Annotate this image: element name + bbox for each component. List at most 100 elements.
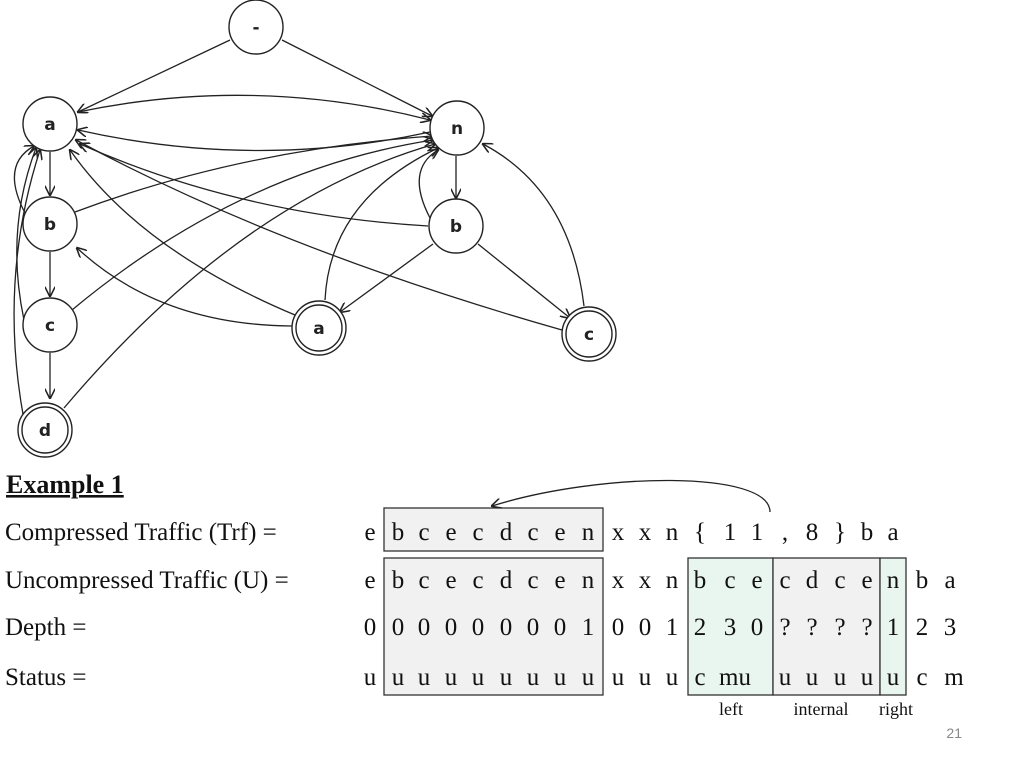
table-cell: c: [779, 567, 790, 594]
table-cell: e: [364, 567, 375, 594]
edge-c2-a: [76, 140, 563, 331]
edge-a-n: [77, 94, 430, 120]
automaton-graph: [13, 39, 585, 421]
accepting-ring: [565, 310, 613, 358]
table-cell: u: [582, 664, 595, 691]
table-cell: b: [861, 519, 874, 546]
edge-root-a: [78, 39, 231, 112]
state-node-root: -: [228, 0, 284, 55]
table-cell: c: [472, 567, 483, 594]
row-label-status: Status =: [5, 664, 86, 691]
table-cell: 0: [527, 614, 540, 641]
edge-a2-n: [324, 148, 438, 301]
table-cell: 1: [724, 519, 737, 546]
table-cell: 0: [445, 614, 458, 641]
match-box-uncompressed: [383, 557, 604, 696]
table-cell: 1: [751, 519, 764, 546]
table-cell: mu: [719, 664, 751, 691]
table-cell: ?: [779, 614, 790, 641]
table-cell: 1: [887, 614, 900, 641]
region-label-right: right: [879, 699, 913, 719]
table-cell: d: [806, 567, 819, 594]
table-cell: u: [779, 664, 792, 691]
table-cell: c: [418, 567, 429, 594]
state-node-d1: d: [17, 402, 73, 458]
edge-d-a-loop: [13, 150, 40, 421]
accepting-ring: [295, 304, 343, 352]
accepting-ring: [21, 406, 69, 454]
table-cell: c: [472, 519, 483, 546]
state-node-c1: c: [22, 297, 78, 353]
edge-b2-a2: [340, 243, 434, 312]
table-cell: b: [392, 567, 405, 594]
edge-c-a-loop: [16, 148, 36, 321]
table-cell: ,: [782, 519, 788, 546]
state-label: b: [44, 215, 56, 235]
page-number: 21: [946, 725, 962, 741]
state-label: c: [584, 325, 594, 345]
table-cell: e: [861, 567, 872, 594]
table-cell: n: [887, 567, 900, 594]
table-cell: c: [694, 664, 705, 691]
table-cell: x: [639, 519, 652, 546]
region-internal-box: [772, 557, 881, 696]
state-circle: [561, 306, 617, 362]
table-cell: a: [944, 567, 955, 594]
state-label: c: [45, 316, 55, 336]
state-node-a1: a: [22, 96, 78, 152]
table-cell: 3: [944, 614, 957, 641]
state-label: -: [252, 18, 259, 38]
table-cell: u: [527, 664, 540, 691]
state-circle: [22, 196, 78, 252]
edge-b-n: [74, 136, 432, 213]
table-cell: 0: [554, 614, 567, 641]
example-title: Example 1: [6, 470, 124, 499]
state-circle: [428, 198, 484, 254]
table-cell: b: [916, 567, 929, 594]
table-cell: b: [694, 567, 707, 594]
state-label: b: [450, 217, 462, 237]
table-cell: c: [527, 519, 538, 546]
table-cell: u: [445, 664, 458, 691]
state-circle: [22, 96, 78, 152]
table-cell: 0: [639, 614, 652, 641]
table-cell: e: [445, 519, 456, 546]
state-node-b1: b: [22, 196, 78, 252]
table-cell: n: [582, 567, 595, 594]
match-box-compressed: [383, 507, 604, 552]
pointer-arrow: [492, 479, 771, 513]
table-cell: u: [472, 664, 485, 691]
table-cell: 1: [582, 614, 595, 641]
table-cell: c: [834, 567, 845, 594]
table-cell: c: [527, 567, 538, 594]
state-node-a2: a: [291, 300, 347, 356]
table-cell: u: [392, 664, 405, 691]
state-label: a: [313, 319, 324, 339]
table-cell: e: [554, 567, 565, 594]
state-circle: [17, 402, 73, 458]
table-boxes: [383, 507, 907, 696]
region-label-left: left: [719, 699, 743, 719]
table-cell: u: [612, 664, 625, 691]
table-cell: n: [582, 519, 595, 546]
table-cell: u: [418, 664, 431, 691]
edge-n-a: [78, 130, 431, 152]
table-cell: 1: [666, 614, 679, 641]
table-cell: x: [612, 567, 625, 594]
table-cell: x: [639, 567, 652, 594]
table-cell: e: [751, 567, 762, 594]
row-label-uncompressed: Uncompressed Traffic (U) =: [5, 567, 289, 594]
edge-b2-a: [80, 144, 429, 227]
state-circle: [429, 100, 485, 156]
table-cell: 0: [418, 614, 431, 641]
table-cell: m: [944, 664, 964, 691]
edge-c-n: [71, 140, 433, 311]
table-cell: {: [694, 519, 706, 546]
table-cell: ?: [861, 614, 872, 641]
table-cell: d: [500, 519, 513, 546]
table-cell: c: [724, 567, 735, 594]
edge-b2-c2: [477, 243, 570, 318]
table-cell: u: [500, 664, 513, 691]
